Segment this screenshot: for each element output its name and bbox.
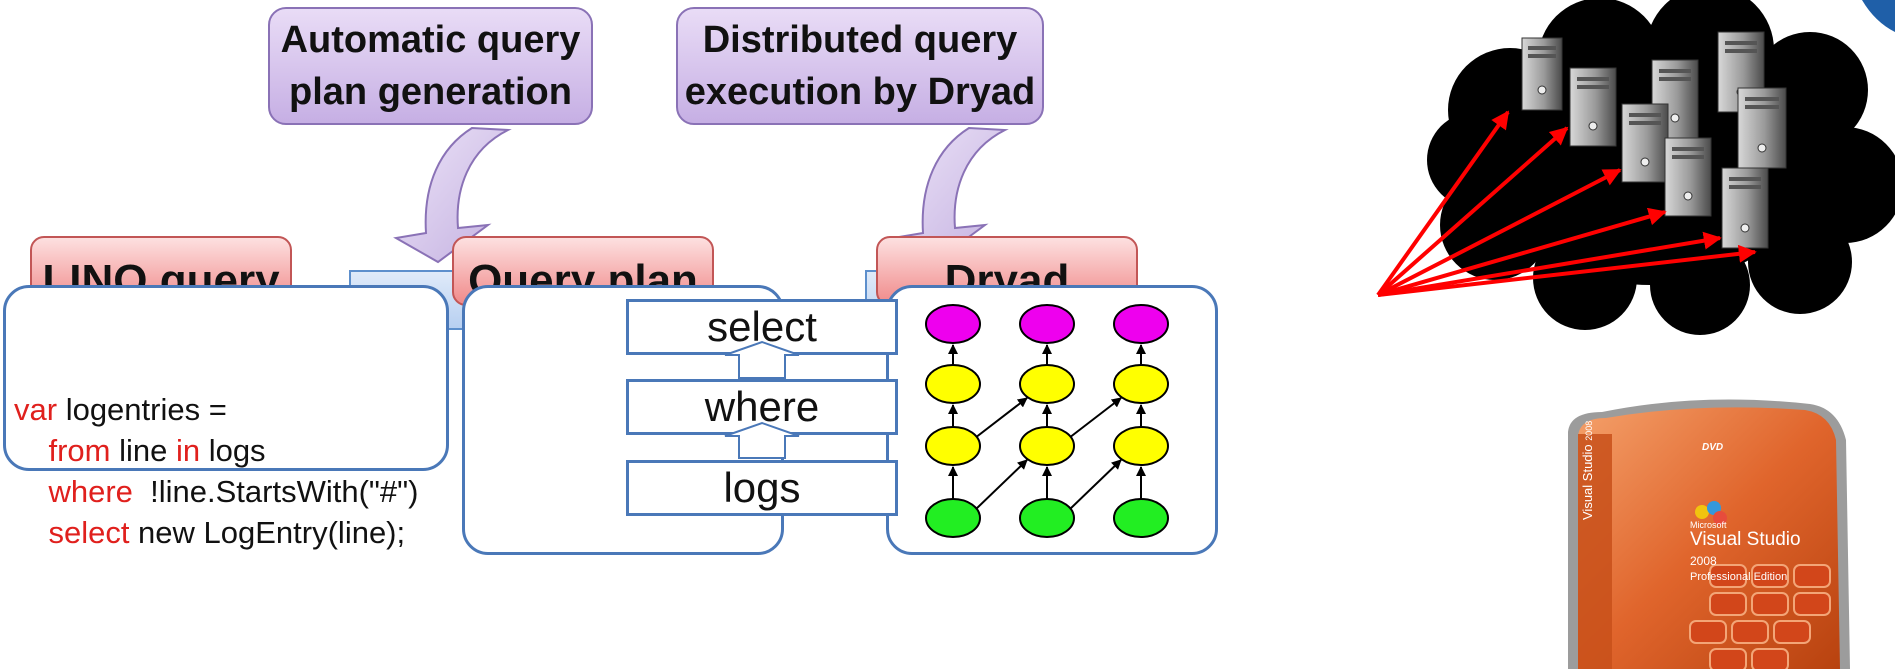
code-text: new LogEntry(line); xyxy=(129,515,406,550)
plan-up-arrow xyxy=(724,340,800,379)
cluster-arrows xyxy=(1376,110,1757,297)
code-keyword: var xyxy=(14,392,58,427)
graph-vertex xyxy=(1019,304,1075,344)
code-keyword: in xyxy=(175,433,201,468)
vs-edition: Professional Edition xyxy=(1690,571,1788,583)
vs-year: 2008 xyxy=(1690,554,1717,568)
vs-name-line: Visual Studio 2008 xyxy=(1690,530,1830,571)
code-panel xyxy=(3,285,449,471)
graph-vertex xyxy=(925,498,981,538)
code-keyword: where xyxy=(48,474,133,509)
callout-line: Distributed query xyxy=(702,19,1018,61)
graph-vertex xyxy=(1113,426,1169,466)
plan-up-arrow xyxy=(724,421,800,459)
callout-line: execution by Dryad xyxy=(684,71,1036,113)
vs-brand: Microsoft xyxy=(1690,520,1727,530)
graph-vertex xyxy=(1019,364,1075,404)
graph-vertex xyxy=(925,426,981,466)
callout-line: Automatic query xyxy=(280,19,581,61)
server-icons xyxy=(1521,31,1787,249)
graph-vertex xyxy=(1113,304,1169,344)
visual-studio-box xyxy=(1568,399,1850,669)
linq-code-block: var logentries = from line in logs where… xyxy=(14,389,418,553)
graph-vertex xyxy=(1113,364,1169,404)
callout-line: plan generation xyxy=(289,71,572,113)
graph-edge-diagonal xyxy=(1068,459,1122,511)
vs-spine-text: Visual Studio 2008 xyxy=(1580,360,1595,520)
graph-vertex xyxy=(1019,426,1075,466)
graph-vertex xyxy=(925,304,981,344)
graph-edge-diagonal xyxy=(1068,397,1122,439)
callout-arrow-plan xyxy=(393,126,512,264)
graph-edge-diagonal xyxy=(974,397,1028,439)
code-keyword: from xyxy=(48,433,111,468)
plan-step-label: logs xyxy=(723,464,801,511)
callout-plan-generation: Automatic query plan generation xyxy=(268,7,593,125)
graph-vertex xyxy=(1019,498,1075,538)
graph-vertex xyxy=(925,364,981,404)
vs-spine-year: 2008 xyxy=(1584,420,1594,441)
code-text: logentries = xyxy=(57,392,227,427)
graph-vertex xyxy=(1113,498,1169,538)
vs-box-text: Microsoft Visual Studio 2008 Professiona… xyxy=(1690,520,1830,584)
vs-name: Visual Studio xyxy=(1690,529,1801,550)
code-text: line xyxy=(110,433,176,468)
plan-step-logs: logs xyxy=(626,460,898,516)
vs-dvd-badge: DVD xyxy=(1702,442,1724,453)
graph-edge-diagonal xyxy=(974,459,1028,511)
code-text: !line.StartsWith("#") xyxy=(132,474,419,509)
vs-spine-name: Visual Studio xyxy=(1580,444,1595,520)
code-text: logs xyxy=(200,433,266,468)
callout-execution: Distributed query execution by Dryad xyxy=(676,7,1044,125)
code-keyword: select xyxy=(48,515,130,550)
